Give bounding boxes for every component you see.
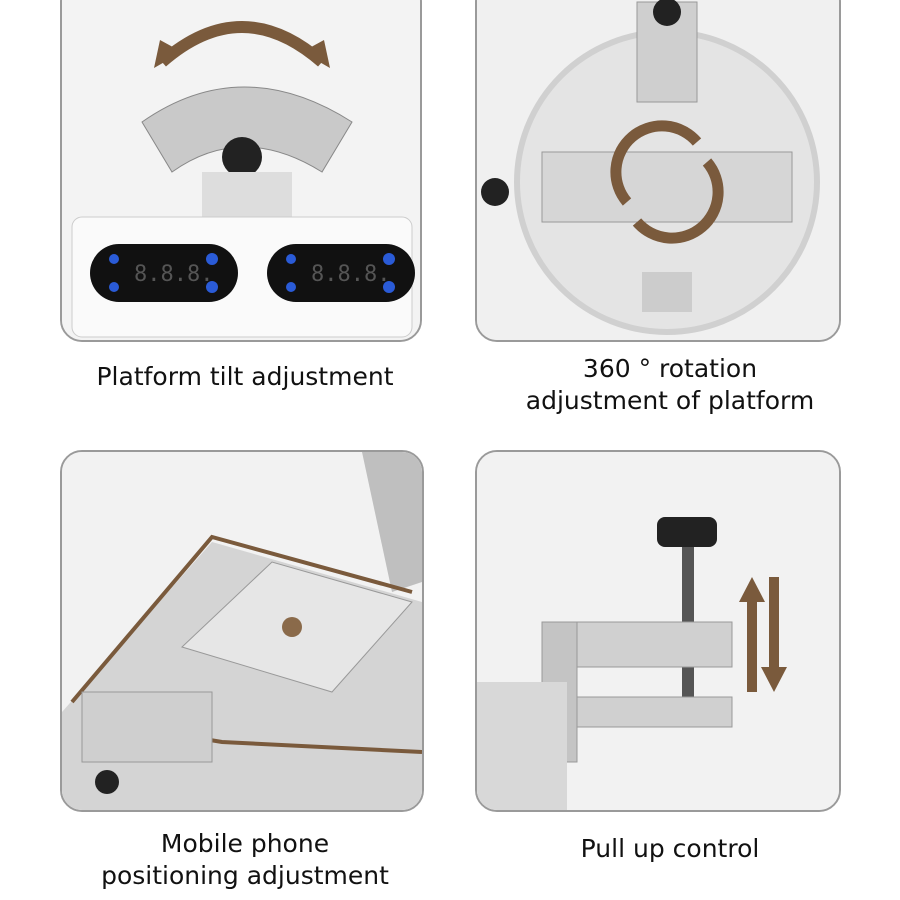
rotate-arrows-icon: [610, 120, 702, 206]
display-readout: 8.8.8.: [134, 262, 213, 287]
display-readout: 8.8.8.: [311, 262, 390, 287]
feature-image-positioning: [60, 450, 424, 812]
caption-line: adjustment of platform: [525, 386, 815, 415]
temperature-display-left: 8.8.8.: [90, 244, 238, 302]
temperature-display-right: 8.8.8.: [267, 244, 415, 302]
up-down-arrows-icon: [739, 577, 787, 692]
caption-line: Platform tilt adjustment: [96, 362, 394, 391]
caption-tilt: Platform tilt adjustment: [40, 361, 450, 393]
caption-line: Mobile phone: [160, 829, 330, 858]
caption-line: 360 ° rotation: [582, 354, 758, 383]
caption-line: positioning adjustment: [101, 861, 389, 890]
caption-positioning: Mobile phone positioning adjustment: [40, 828, 450, 892]
caption-rotation: 360 ° rotation adjustment of platform: [470, 353, 870, 417]
caption-line: Pull up control: [580, 834, 760, 863]
feature-image-rotation: [475, 0, 841, 342]
caption-pull-up: Pull up control: [470, 833, 870, 865]
feature-image-pull-up: [475, 450, 841, 812]
feature-image-tilt: 8.8.8. 8.8.8.: [60, 0, 422, 342]
curved-arrow-icon: [158, 21, 326, 67]
